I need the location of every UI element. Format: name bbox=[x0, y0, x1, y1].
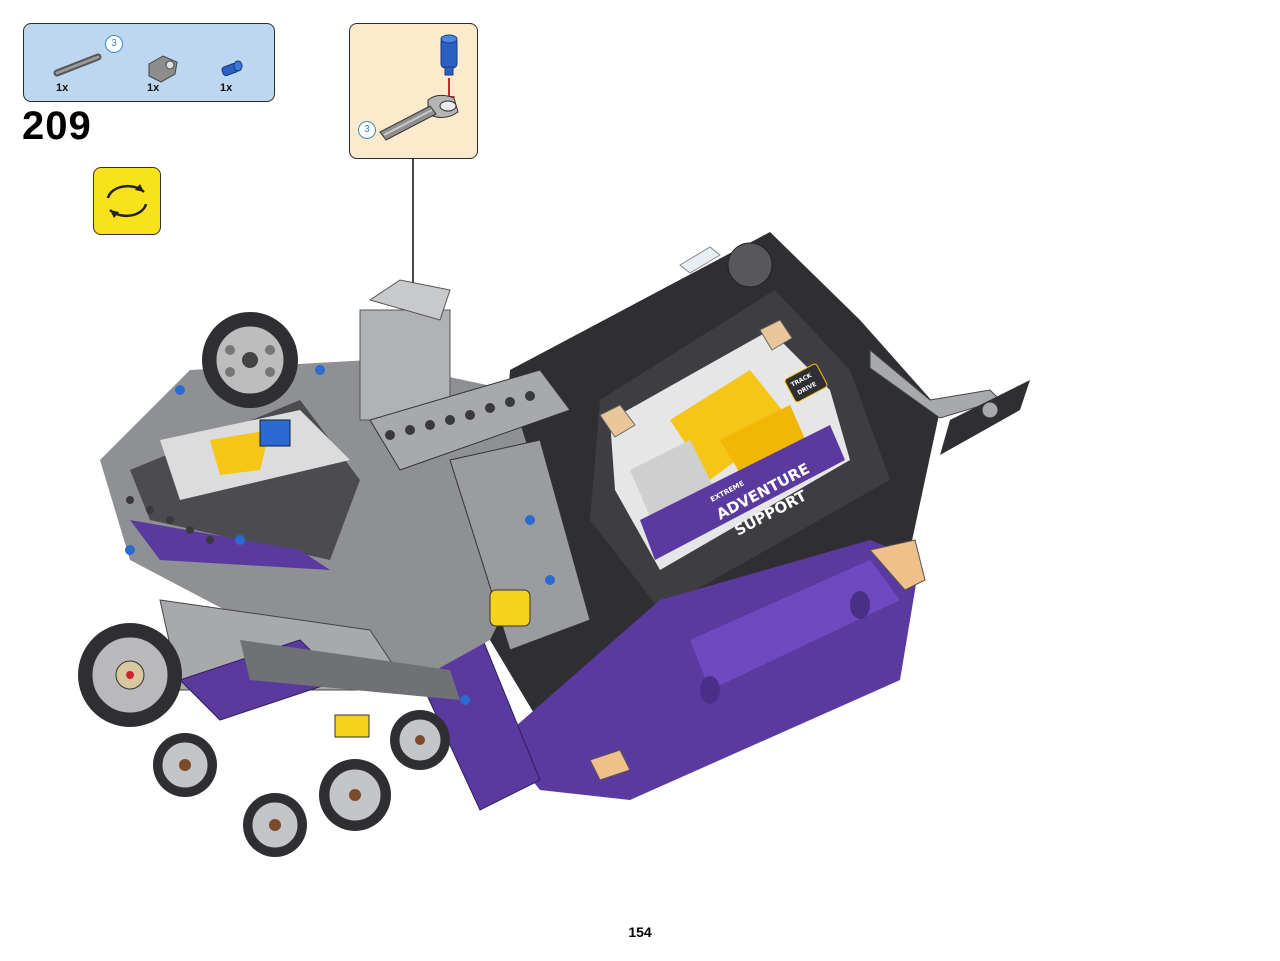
road-wheel-2 bbox=[243, 793, 307, 857]
blue-pin-icon bbox=[440, 34, 458, 76]
road-wheel-3 bbox=[319, 759, 391, 831]
connector-quantity: 1x bbox=[147, 82, 160, 94]
track-drive-badge: TRACK DRIVE bbox=[784, 363, 828, 403]
subassembly-callout: 3 bbox=[349, 23, 478, 159]
road-wheel-1 bbox=[153, 733, 217, 797]
rotate-model-box bbox=[93, 167, 161, 235]
mirror-arm bbox=[869, 348, 1030, 455]
parts-list-illustrations bbox=[53, 53, 243, 83]
page-number: 154 bbox=[628, 924, 652, 940]
model-illustration: ADVENTURE SUPPORT EXTREME TRACK DRIVE bbox=[78, 232, 1030, 857]
cab-frame: ADVENTURE SUPPORT EXTREME TRACK DRIVE bbox=[490, 232, 940, 740]
connector-part-icon bbox=[148, 55, 178, 83]
pin-quantity: 1x bbox=[220, 82, 233, 94]
road-wheel-4 bbox=[390, 710, 450, 770]
technic-chassis bbox=[100, 279, 591, 690]
connector-with-axle-icon bbox=[379, 94, 459, 141]
rotate-arrows-icon bbox=[106, 184, 148, 218]
subassembly-length-badge: 3 bbox=[358, 121, 376, 139]
axle-part-icon bbox=[53, 53, 102, 77]
large-front-wheel bbox=[78, 623, 182, 727]
blue-pin-part-icon bbox=[221, 60, 243, 77]
engine-flywheel bbox=[202, 312, 298, 408]
suspension-assembly bbox=[159, 599, 460, 738]
purple-lower-body bbox=[500, 539, 926, 800]
step-number: 209 bbox=[22, 104, 92, 148]
subassembly-illustration bbox=[379, 34, 459, 141]
axle-quantity: 1x bbox=[56, 82, 69, 94]
parts-list-box: 3 1x 1x 1x bbox=[23, 23, 275, 102]
axle-length-badge: 3 bbox=[105, 35, 123, 53]
